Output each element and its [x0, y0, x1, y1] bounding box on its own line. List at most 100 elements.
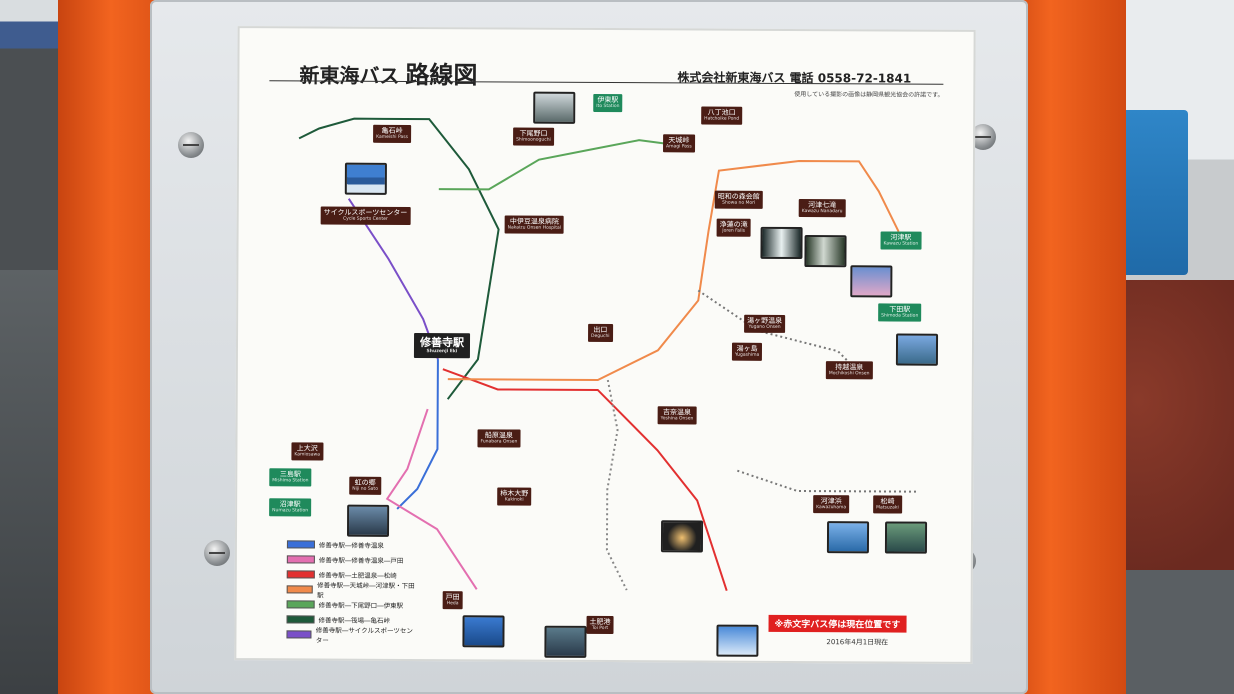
photo-thumbnail: [895, 333, 939, 366]
stop-sub: Mishima Station: [272, 478, 309, 484]
legend-swatch: [286, 584, 314, 593]
photo-thumbnail: [544, 625, 587, 658]
legend-item: 修善寺駅―天城峠―河津駅・下田駅: [286, 580, 415, 600]
route-line-east: [697, 289, 849, 362]
route-line-kawazu: [447, 160, 900, 381]
stop-sub: Showa no Mori: [722, 201, 756, 207]
stop-sub: Kameishi Pass: [376, 135, 408, 141]
main-station-text: 修善寺駅: [419, 336, 465, 350]
stop-sub: Niji no Sato: [352, 487, 378, 493]
stop-sub: Mochikoshi Onsen: [828, 371, 870, 377]
legend-text: 修善寺駅―天城峠―河津駅・下田駅: [317, 580, 415, 600]
current-location-note: ※赤文字バス停は現在位置です: [768, 614, 907, 633]
route-line-onsen: [396, 359, 439, 510]
stop-text: 浄蓮の滝: [719, 220, 748, 229]
route-line-toi: [605, 379, 628, 591]
stop-sub: Kakinoki: [504, 497, 524, 503]
stop-text: 湯ヶ島: [736, 344, 758, 353]
route-map-sign: 新東海バス路線図 株式会社新東海バス 電話 0558-72-1841 使用してい…: [234, 26, 976, 664]
stop-sub: Cycle Sports Center: [343, 217, 388, 223]
stop-text: 八丁池口: [707, 108, 736, 117]
legend-swatch: [286, 569, 315, 578]
stop-sub: Heda: [446, 601, 459, 607]
legend-text: 修善寺駅―筏場―亀石峠: [318, 616, 391, 625]
stop-sub: Ito Station: [596, 104, 620, 110]
route-legend: 修善寺駅―修善寺温泉 修善寺駅―修善寺温泉―戸田 修善寺駅―土肥温泉―松崎 修善…: [286, 536, 415, 644]
photo-thumbnail: [826, 521, 870, 554]
stop-text: 下尾野口: [519, 129, 548, 138]
stop-text: 昭和の森会館: [717, 192, 760, 201]
blue-tarp: [1118, 110, 1188, 275]
main-station-sub: Shuzenji Eki: [426, 349, 458, 355]
sign-date: 2016年4月1日現在: [826, 638, 889, 647]
stop-text: 湯ヶ野温泉: [747, 316, 783, 325]
stop-sub: Numazu Station: [272, 508, 309, 514]
stop-text: 三島駅: [279, 470, 301, 479]
stop-sub: Kamiosawa: [294, 452, 320, 458]
legend-swatch: [286, 629, 312, 638]
legend-text: 修善寺駅―修善寺温泉―戸田: [318, 556, 404, 565]
stop-text: 松崎: [880, 497, 895, 506]
photo-thumbnail: [760, 226, 803, 260]
stop-sub: Kawazu Station: [883, 241, 919, 248]
stop-text: 中伊豆温泉病院: [509, 217, 559, 226]
stop-text: 河津浜: [820, 497, 842, 506]
stop-sub: Nakaizu Onsen Hospital: [507, 225, 562, 232]
stop-text: 天城峠: [668, 136, 690, 145]
stop-sub: Shimoonoguchi: [516, 137, 551, 144]
photo-thumbnail: [346, 504, 390, 537]
photo-thumbnail: [344, 162, 387, 195]
screw-icon: [204, 540, 230, 566]
route-line-matsuzaki: [442, 368, 728, 591]
route-line-south: [737, 469, 918, 493]
legend-text: 修善寺駅―修善寺温泉: [318, 541, 384, 550]
stop-sub: Hatchoike Pond: [704, 116, 740, 123]
stop-text: 河津七滝: [808, 201, 837, 210]
stop-sub: Toi Port: [591, 626, 609, 632]
stop-text: 持越温泉: [835, 363, 864, 372]
legend-swatch: [286, 599, 315, 608]
stop-sub: Amagi Pass: [666, 144, 692, 150]
stop-text: 虹の郷: [354, 478, 376, 487]
stop-text: 土肥港: [589, 617, 611, 627]
stop-sub: Yugashima: [734, 353, 760, 359]
legend-item: 修善寺駅―修善寺温泉―戸田: [286, 551, 415, 567]
stop-sub: Kawazuhama: [816, 505, 847, 511]
stop-text: 吉奈温泉: [663, 408, 692, 417]
stop-sub: Shimoda Station: [881, 313, 919, 320]
photo-thumbnail: [533, 91, 576, 124]
legend-item: 修善寺駅―下尾野口―伊東駅: [286, 596, 415, 612]
stop-sub: Funabara Onsen: [480, 439, 518, 445]
stop-text: 船原温泉: [484, 431, 513, 440]
stop-text: 河津駅: [890, 233, 912, 242]
route-line-heda: [385, 408, 478, 590]
legend-item: 修善寺駅―修善寺温泉: [286, 536, 415, 552]
route-map: [298, 117, 918, 591]
stop-text: 沼津駅: [279, 500, 301, 509]
stop-text: 下田駅: [889, 305, 911, 314]
screw-icon: [178, 132, 204, 158]
photo-thumbnail: [716, 624, 759, 657]
photo-thumbnail: [660, 520, 704, 553]
stop-sub: Yoshina Onsen: [660, 416, 694, 422]
